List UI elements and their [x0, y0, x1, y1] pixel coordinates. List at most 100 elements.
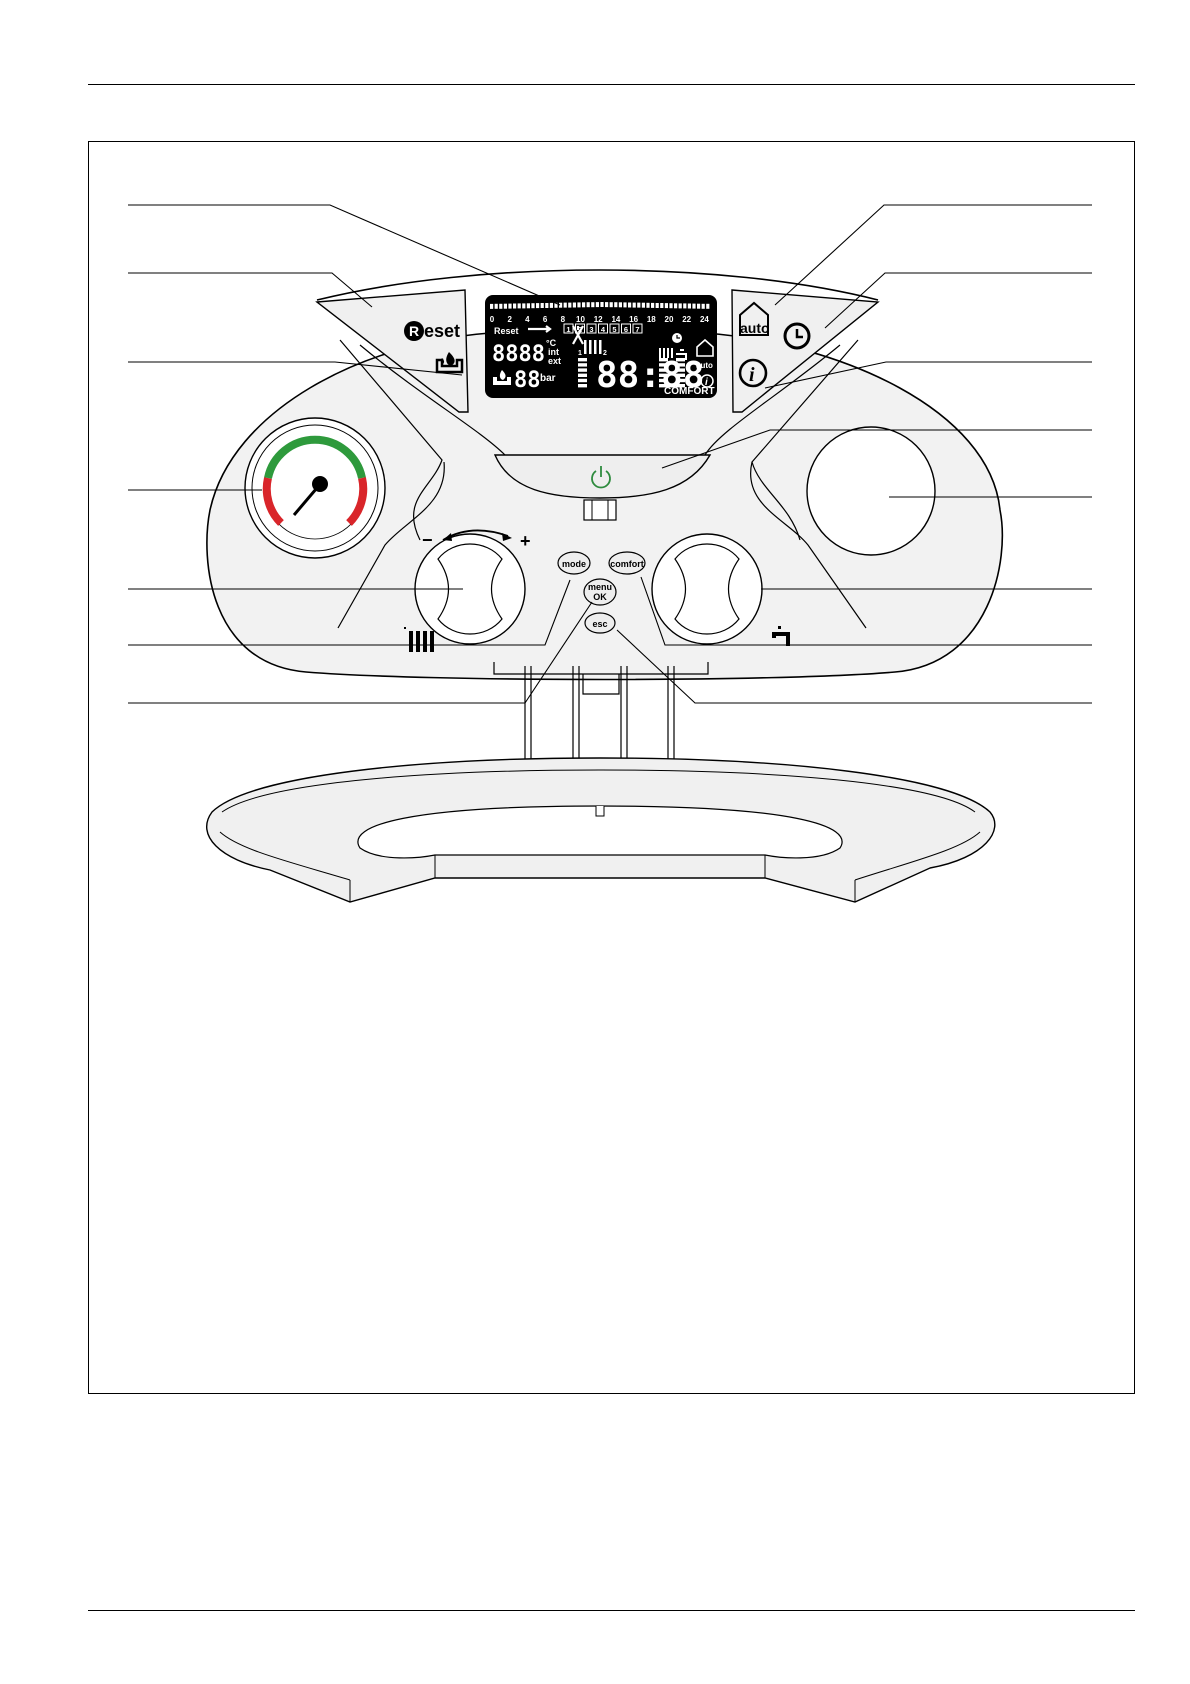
- lcd-time-segment: [531, 303, 535, 309]
- lcd-time-segment: [499, 303, 503, 309]
- lcd-time-segment: [605, 302, 609, 308]
- lcd-clock-icon: [672, 333, 682, 343]
- clock-icon[interactable]: [783, 322, 811, 350]
- mode-label: mode: [562, 559, 586, 569]
- lcd-time-segment: [646, 302, 650, 308]
- lcd-time-segment: [660, 303, 664, 308]
- lcd-day-label: 3: [589, 325, 593, 334]
- lcd-hour-label: 14: [611, 315, 620, 324]
- lcd-hour-label: 20: [665, 315, 674, 324]
- lcd-time-segment: [591, 302, 595, 308]
- left-button-panel: [315, 289, 469, 413]
- lcd-level-bar: [578, 368, 587, 372]
- comfort-button[interactable]: comfort: [608, 551, 646, 575]
- comfort-label: comfort: [610, 559, 644, 569]
- lcd-time-segment: [641, 302, 645, 308]
- lcd-level-bar: [659, 358, 668, 362]
- lcd-time-segment: [513, 303, 517, 309]
- lcd-level-bar: [578, 378, 587, 383]
- right-blank-disc: [806, 426, 936, 556]
- bottom-rule: [88, 1610, 1135, 1611]
- minus-label: −: [422, 530, 433, 550]
- lcd-time-segment: [559, 302, 563, 308]
- lcd-time-segment: [692, 303, 696, 309]
- lcd-time-segment: [568, 302, 572, 308]
- lcd-time-segment: [618, 302, 622, 308]
- lcd-time-segment: [536, 303, 540, 309]
- lcd-time-bar: [490, 302, 710, 309]
- lcd-time-segment: [549, 302, 553, 308]
- info-icon[interactable]: i: [738, 358, 768, 388]
- lcd-level-bar: [578, 384, 587, 388]
- wrench-icon: [528, 325, 552, 333]
- lcd-time-segment: [687, 303, 691, 309]
- lcd-day-label: 7: [635, 325, 639, 334]
- lcd-time-segment: [517, 303, 521, 309]
- lcd-time-segment: [503, 303, 507, 309]
- lcd-hour-label: 12: [594, 315, 603, 324]
- mode-button[interactable]: mode: [557, 551, 591, 575]
- lcd-hour-label: 16: [629, 315, 638, 324]
- lcd-time-segment: [554, 302, 558, 308]
- leader-lines: [128, 204, 1092, 704]
- lcd-hour-label: 8: [561, 315, 566, 324]
- lcd-reset-label: Reset: [494, 326, 519, 336]
- lcd-time-segment: [632, 302, 636, 308]
- reset-button[interactable]: R eset: [404, 321, 460, 341]
- lcd-day-box: [598, 323, 608, 334]
- power-button[interactable]: [591, 466, 611, 489]
- bottom-tray: [206, 757, 996, 903]
- hot-water-knob[interactable]: [651, 533, 763, 645]
- esc-button[interactable]: esc: [584, 612, 616, 634]
- lcd-flame-icon: [493, 370, 511, 385]
- lcd-pressure-digits: 88: [514, 368, 541, 393]
- flame-reset-icon: [435, 352, 464, 374]
- lcd-comfort-label: COMFORT: [664, 386, 715, 397]
- lcd-time-segment: [614, 302, 618, 308]
- lcd-level-bar: [578, 373, 587, 377]
- lcd-time-segment: [669, 303, 673, 309]
- plus-label: +: [520, 531, 531, 551]
- auto-button-label: auto: [740, 320, 770, 336]
- lcd-time-segment: [623, 302, 627, 308]
- lcd-level-bar: [659, 368, 668, 372]
- lcd-radiator-small-icon: [659, 348, 673, 358]
- lcd-time-segment: [655, 303, 659, 308]
- svg-text:i: i: [749, 364, 755, 386]
- lcd-time-segment: [526, 303, 530, 309]
- auto-button[interactable]: auto: [739, 301, 770, 336]
- gauge-needle: [292, 481, 324, 516]
- lcd-level-bar: [578, 363, 587, 367]
- lcd-tap-icon: [676, 349, 687, 360]
- lcd-time-segment: [522, 303, 526, 309]
- lcd-time-segment: [545, 303, 549, 308]
- top-rule: [88, 84, 1135, 85]
- lcd-time-segment: [701, 303, 705, 309]
- pressure-gauge: [244, 417, 386, 559]
- lcd-info-icon: i: [700, 374, 714, 388]
- lcd-day-label: 6: [624, 325, 628, 334]
- menu-ok-button[interactable]: menu OK: [583, 578, 617, 606]
- lcd-time-segment: [609, 302, 613, 308]
- lcd-level-bars-right: [659, 358, 685, 388]
- lcd-time-segment: [577, 302, 581, 308]
- lcd-hour-label: 0: [490, 315, 495, 324]
- heating-knob[interactable]: [414, 533, 526, 645]
- lcd-time-segment: [540, 303, 544, 308]
- menu-label: menu: [588, 582, 612, 592]
- lcd-bar-unit: bar: [540, 373, 556, 384]
- lcd-level-bar: [676, 378, 685, 383]
- reset-label: eset: [424, 321, 460, 341]
- lcd-time-segment: [664, 303, 668, 309]
- lcd-auto-label: auto: [696, 361, 713, 370]
- lcd-zone-2: 2: [603, 350, 607, 357]
- lcd-day-label: 4: [601, 325, 606, 334]
- lcd-hour-label: 22: [682, 315, 691, 324]
- lcd-time-segment: [683, 303, 687, 309]
- lcd-level-bar: [676, 363, 685, 367]
- lcd-time-segment: [586, 302, 590, 308]
- lcd-day-box: [563, 323, 574, 334]
